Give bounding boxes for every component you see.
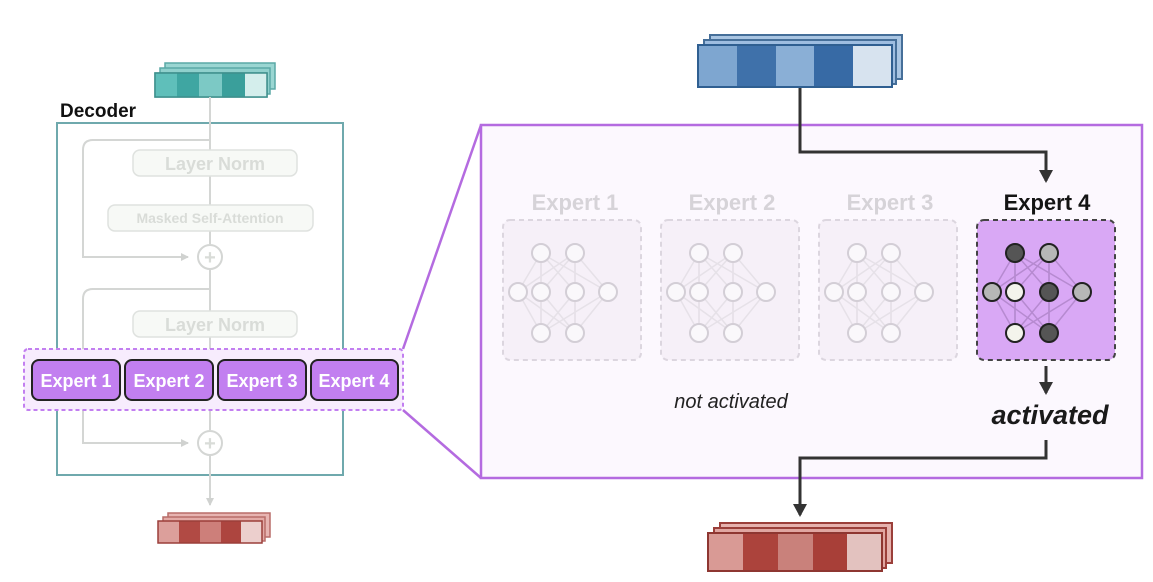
zoom-output-token (707, 522, 893, 572)
decoder-expert-1: Expert 1 (31, 359, 121, 401)
decoder-title: Decoder (60, 101, 137, 122)
add-node-bottom: + (197, 430, 223, 456)
zoom-expert-2-label: Expert 2 (689, 190, 776, 215)
network-node (1039, 243, 1059, 263)
network-edge (517, 252, 576, 293)
layer-norm-label-bottom: Layer Norm (165, 315, 265, 335)
network-edge (991, 291, 1050, 334)
network-node (1005, 243, 1025, 263)
network-node (1039, 282, 1059, 302)
plus-symbol-bottom: + (204, 433, 216, 455)
layer-norm-block-bottom: Layer Norm (132, 310, 298, 338)
network-node (723, 282, 743, 302)
activated-label: activated (991, 400, 1109, 430)
decoder-expert-4: Expert 4 (310, 359, 399, 401)
network-node (531, 243, 551, 263)
network-node (847, 282, 867, 302)
network-edge (517, 291, 576, 334)
layer-norm-label-top: Layer Norm (165, 154, 265, 174)
decoder-expert-4-label: Expert 4 (318, 371, 389, 391)
network-node (914, 282, 934, 302)
masked-self-attention-label: Masked Self-Attention (136, 210, 283, 226)
zoom-connector (401, 124, 483, 479)
network-node (847, 323, 867, 343)
zoom-input-token (697, 34, 903, 88)
decoder-expert-3-label: Expert 3 (226, 371, 297, 391)
network-node (531, 282, 551, 302)
zoom-expert-4-network (976, 219, 1116, 361)
decoder-expert-2: Expert 2 (124, 359, 214, 401)
network-node (666, 282, 686, 302)
network-node (531, 323, 551, 343)
zoom-expert-1-label: Expert 1 (532, 190, 619, 215)
add-node-top: + (197, 244, 223, 270)
network-node (881, 282, 901, 302)
network-node (689, 243, 709, 263)
decoder-expert-3: Expert 3 (217, 359, 307, 401)
network-edge (991, 252, 1050, 293)
zoom-expert-1-network (502, 219, 642, 361)
network-node (756, 282, 776, 302)
network-node (1072, 282, 1092, 302)
network-node (723, 243, 743, 263)
network-node (565, 282, 585, 302)
masked-self-attention-block: Masked Self-Attention (107, 204, 314, 232)
network-node (824, 282, 844, 302)
network-node (723, 323, 743, 343)
network-node (689, 323, 709, 343)
route-in-arrow (798, 88, 1053, 183)
network-edge (675, 291, 734, 334)
network-node (565, 243, 585, 263)
network-edge (833, 252, 892, 293)
network-node (508, 282, 528, 302)
network-node (982, 282, 1002, 302)
plus-symbol-top: + (204, 247, 216, 269)
route-out-arrow (793, 440, 1048, 517)
network-edge (833, 291, 892, 334)
decoder-input-token (154, 62, 276, 98)
zoom-expert-3-network (818, 219, 958, 361)
network-node (881, 243, 901, 263)
decoder-output-token (157, 512, 271, 544)
zoom-expert-4-label: Expert 4 (1004, 190, 1092, 215)
network-node (565, 323, 585, 343)
network-node (598, 282, 618, 302)
network-node (1039, 323, 1059, 343)
network-node (847, 243, 867, 263)
network-node (689, 282, 709, 302)
layer-norm-block-top: Layer Norm (132, 149, 298, 177)
decoder-expert-2-label: Expert 2 (133, 371, 204, 391)
not-activated-label: not activated (674, 391, 788, 413)
network-node (1005, 282, 1025, 302)
network-node (1005, 323, 1025, 343)
network-edge (675, 252, 734, 293)
decoder-box (56, 122, 344, 476)
network-node (881, 323, 901, 343)
decoder-expert-1-label: Expert 1 (40, 371, 111, 391)
zoom-expert-2-network (660, 219, 800, 361)
zoom-expert-3-label: Expert 3 (847, 190, 934, 215)
